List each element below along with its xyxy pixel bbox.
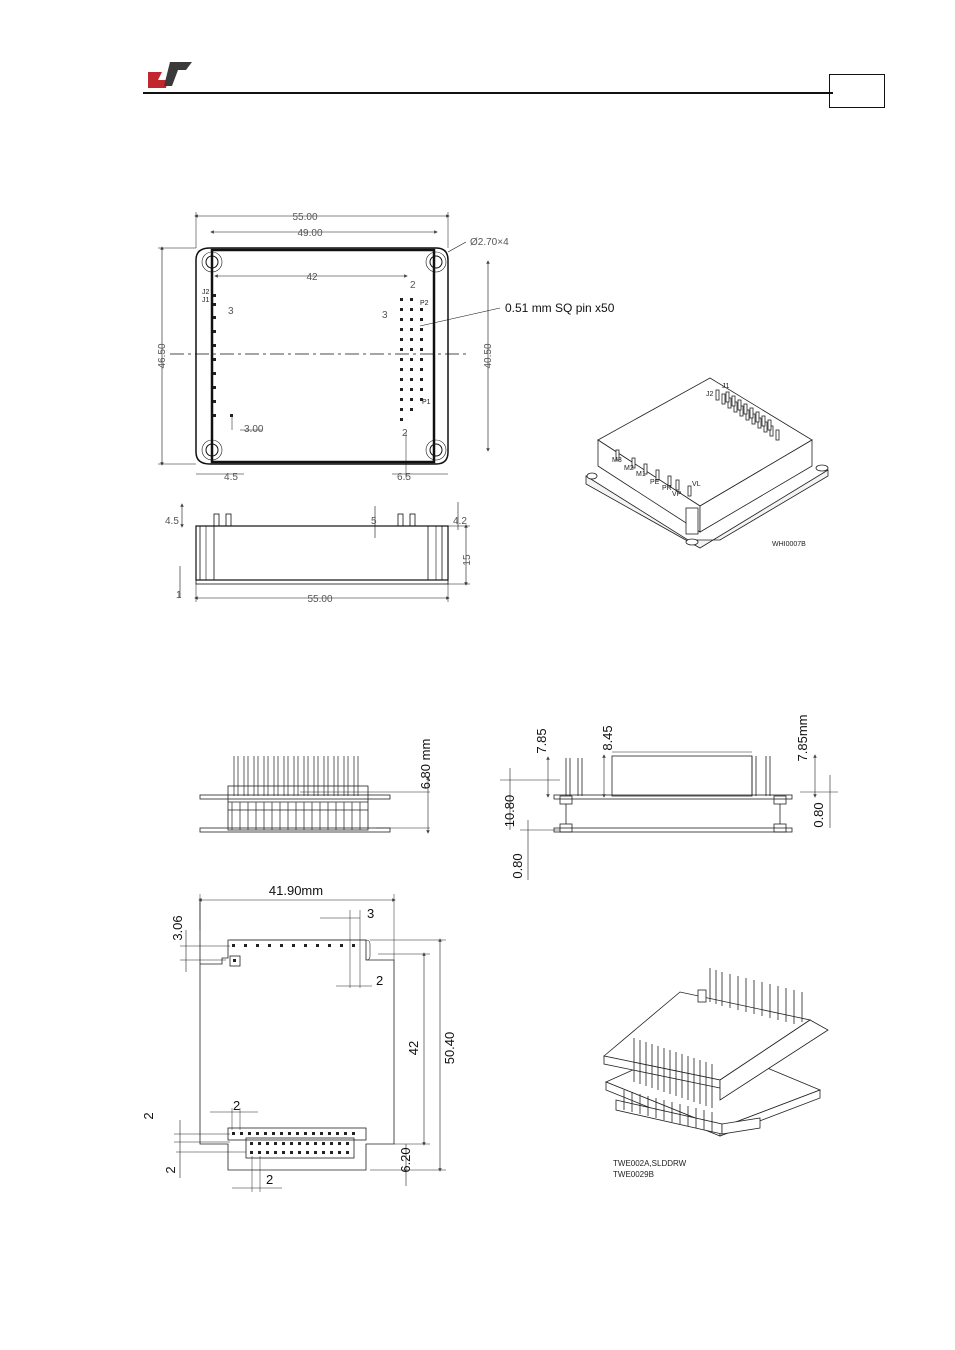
adapter-3d-label-1: TWE002A,SLDDRW bbox=[613, 1159, 687, 1168]
dim-front-right-pin: 7.85mm bbox=[795, 715, 810, 762]
label-3d-pe: PE bbox=[650, 479, 660, 486]
dim-adapter-height: 6.80 mm bbox=[418, 739, 433, 790]
dim-left-offset: 4.5 bbox=[224, 472, 238, 483]
label-3d-j2: J2 bbox=[706, 391, 714, 398]
dim-height-inner: 40.50 bbox=[483, 343, 494, 368]
dim-adapter-bottom-offset: 6.20 bbox=[398, 1147, 413, 1172]
dim-adapter-width: 41.90mm bbox=[269, 883, 323, 898]
dim-adapter-height-outer: 50.40 bbox=[442, 1032, 457, 1065]
pin-callout: 0.51 mm SQ pin x50 bbox=[505, 301, 615, 315]
dim-front-left-pin: 7.85 bbox=[534, 728, 549, 753]
pin-label-p2: P2 bbox=[420, 300, 429, 307]
adapter-bottom-pins bbox=[232, 1132, 355, 1154]
dim-side-pin-mid: 5 bbox=[371, 516, 377, 527]
label-3d-pr: PR bbox=[662, 485, 672, 492]
module-3d-view bbox=[586, 378, 828, 548]
label-3d-vl: VL bbox=[692, 481, 701, 488]
dim-front-total: 10.80 bbox=[502, 795, 517, 828]
label-3d-m1: M1 bbox=[636, 471, 646, 478]
dim-pin-span: 42 bbox=[306, 272, 318, 283]
dim-adapter-pitch-bottom: 2 bbox=[266, 1172, 273, 1187]
right-pin-columns bbox=[400, 298, 423, 421]
dim-side-pin-left: 4.5 bbox=[165, 516, 179, 527]
dim-adapter-top-offset: 3.06 bbox=[170, 915, 185, 940]
pin-label-p1: P1 bbox=[422, 399, 431, 406]
adapter-front-view bbox=[500, 752, 838, 880]
dim-pitch-top-right: 2 bbox=[410, 280, 416, 291]
label-3d-m3: M3 bbox=[612, 457, 622, 464]
dim-height-outer: 46.50 bbox=[157, 343, 168, 368]
adapter-3d-label-2: TWE0029B bbox=[613, 1170, 654, 1179]
dim-side-width: 55.00 bbox=[307, 594, 332, 605]
dim-adapter-pin-pitch: 2 bbox=[376, 973, 383, 988]
dim-front-board-left: 0.80 bbox=[510, 853, 525, 878]
dim-front-board-right: 0.80 bbox=[811, 802, 826, 827]
module-side-view bbox=[180, 502, 470, 602]
dim-right-offset: 6.5 bbox=[397, 472, 411, 483]
dim-pin-pitch-bottom: 3.00 bbox=[244, 424, 264, 435]
dim-pitch-bottom-right: 2 bbox=[402, 428, 408, 439]
adapter-top-pins bbox=[232, 944, 355, 962]
dim-side-height: 15 bbox=[462, 554, 473, 566]
label-3d-vp: VP bbox=[672, 491, 682, 498]
dim-adapter-pitch-bottom-top: 2 bbox=[233, 1098, 240, 1113]
dim-width-holes: 49.00 bbox=[297, 228, 322, 239]
pin-label-j1: J1 bbox=[202, 297, 210, 304]
label-3d-m2: M2 bbox=[624, 465, 634, 472]
module-3d-label: WHI0007B bbox=[772, 541, 806, 548]
label-3d-j1: J1 bbox=[722, 383, 730, 390]
adapter-side-view bbox=[200, 778, 430, 832]
dim-adapter-row-pitch-left: 2 bbox=[141, 1112, 156, 1119]
pin-label-j2: J2 bbox=[202, 289, 210, 296]
dim-hole: Ø2.70×4 bbox=[470, 237, 509, 248]
dim-adapter-pitch-top: 3 bbox=[367, 906, 374, 921]
adapter-side-pins bbox=[232, 756, 360, 830]
dim-adapter-height-inner: 42 bbox=[406, 1041, 421, 1055]
module-top-view bbox=[158, 212, 500, 478]
dim-side-base: 1 bbox=[176, 590, 182, 601]
dim-side-pin-right: 4.2 bbox=[453, 516, 467, 527]
dim-pitch-left: 3 bbox=[228, 306, 234, 317]
dim-adapter-row-gap-left: 2 bbox=[163, 1166, 178, 1173]
dim-front-center: 8.45 bbox=[600, 725, 615, 750]
dim-width-outer: 55.00 bbox=[292, 212, 317, 223]
dim-pitch-right-small: 3 bbox=[382, 310, 388, 321]
